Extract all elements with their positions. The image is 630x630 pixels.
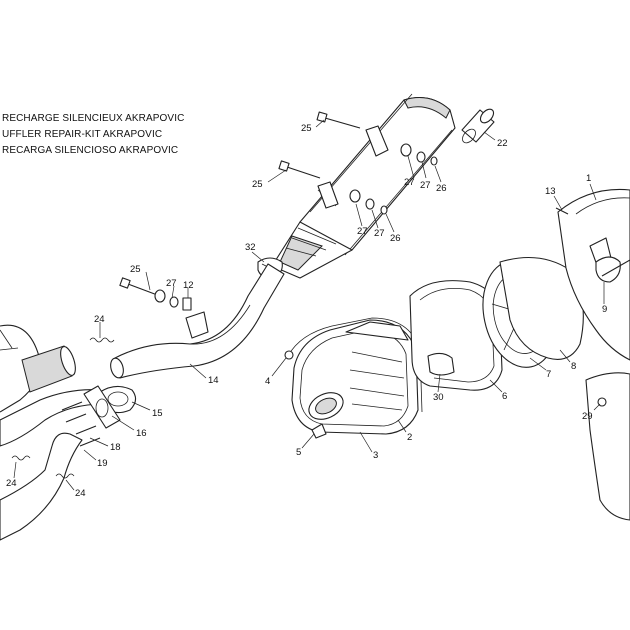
callout-7: 7: [546, 369, 551, 380]
callout-24: 24: [94, 314, 105, 325]
callout-26: 26: [390, 233, 401, 244]
housing-8: [499, 257, 584, 360]
callout-8: 8: [571, 361, 576, 372]
callout-labels: 25 25 25 27 27 26 27 27 26 27 12 32 22 1…: [6, 123, 607, 499]
callout-19: 19: [97, 458, 108, 469]
title-line-fr: RECHARGE SILENCIEUX AKRAPOVIC: [2, 113, 184, 124]
callout-5: 5: [296, 447, 301, 458]
callout-12: 12: [183, 280, 194, 291]
flange-gasket: [83, 385, 137, 429]
callout-13: 13: [545, 186, 556, 197]
callout-25: 25: [252, 179, 263, 190]
callout-18: 18: [110, 442, 121, 453]
callout-25: 25: [130, 264, 141, 275]
callout-24: 24: [75, 488, 86, 499]
lower-housing: [585, 372, 630, 521]
callout-27: 27: [357, 226, 368, 237]
link-pipe: [110, 263, 285, 379]
callout-27: 27: [404, 177, 415, 188]
callout-25: 25: [301, 123, 312, 134]
cover-3: [291, 319, 419, 435]
muffler-silencer: [271, 93, 456, 279]
callout-9: 9: [602, 304, 607, 315]
callout-1: 1: [586, 173, 591, 184]
studs-and-nuts: [61, 401, 101, 447]
title-line-en: UFFLER REPAIR-KIT AKRAPOVIC: [2, 129, 162, 140]
kit-title: RECHARGE SILENCIEUX AKRAPOVIC UFFLER REP…: [2, 113, 184, 156]
callout-2: 2: [407, 432, 412, 443]
callout-14: 14: [208, 375, 219, 386]
callout-3: 3: [373, 450, 378, 461]
callout-16: 16: [136, 428, 147, 439]
springs: [11, 337, 115, 479]
callout-15: 15: [152, 408, 163, 419]
bolts-25: [119, 111, 361, 297]
callout-24: 24: [6, 478, 17, 489]
callout-29: 29: [582, 411, 593, 422]
callout-27: 27: [374, 228, 385, 239]
callout-30: 30: [433, 392, 444, 403]
callout-32: 32: [245, 242, 256, 253]
rubber-grommet: [461, 108, 495, 144]
callout-4: 4: [265, 376, 270, 387]
callout-22: 22: [497, 138, 508, 149]
header-pipes: [0, 324, 105, 541]
title-line-es: RECARGA SILENCIOSO AKRAPOVIC: [2, 145, 178, 156]
small-parts: [284, 207, 607, 439]
leader-lines: [13, 119, 605, 491]
main-case-1: [557, 188, 630, 361]
callout-27: 27: [166, 278, 177, 289]
spacers-and-nuts: [154, 143, 438, 311]
callout-26: 26: [436, 183, 447, 194]
callout-6: 6: [502, 391, 507, 402]
callout-27: 27: [420, 180, 431, 191]
